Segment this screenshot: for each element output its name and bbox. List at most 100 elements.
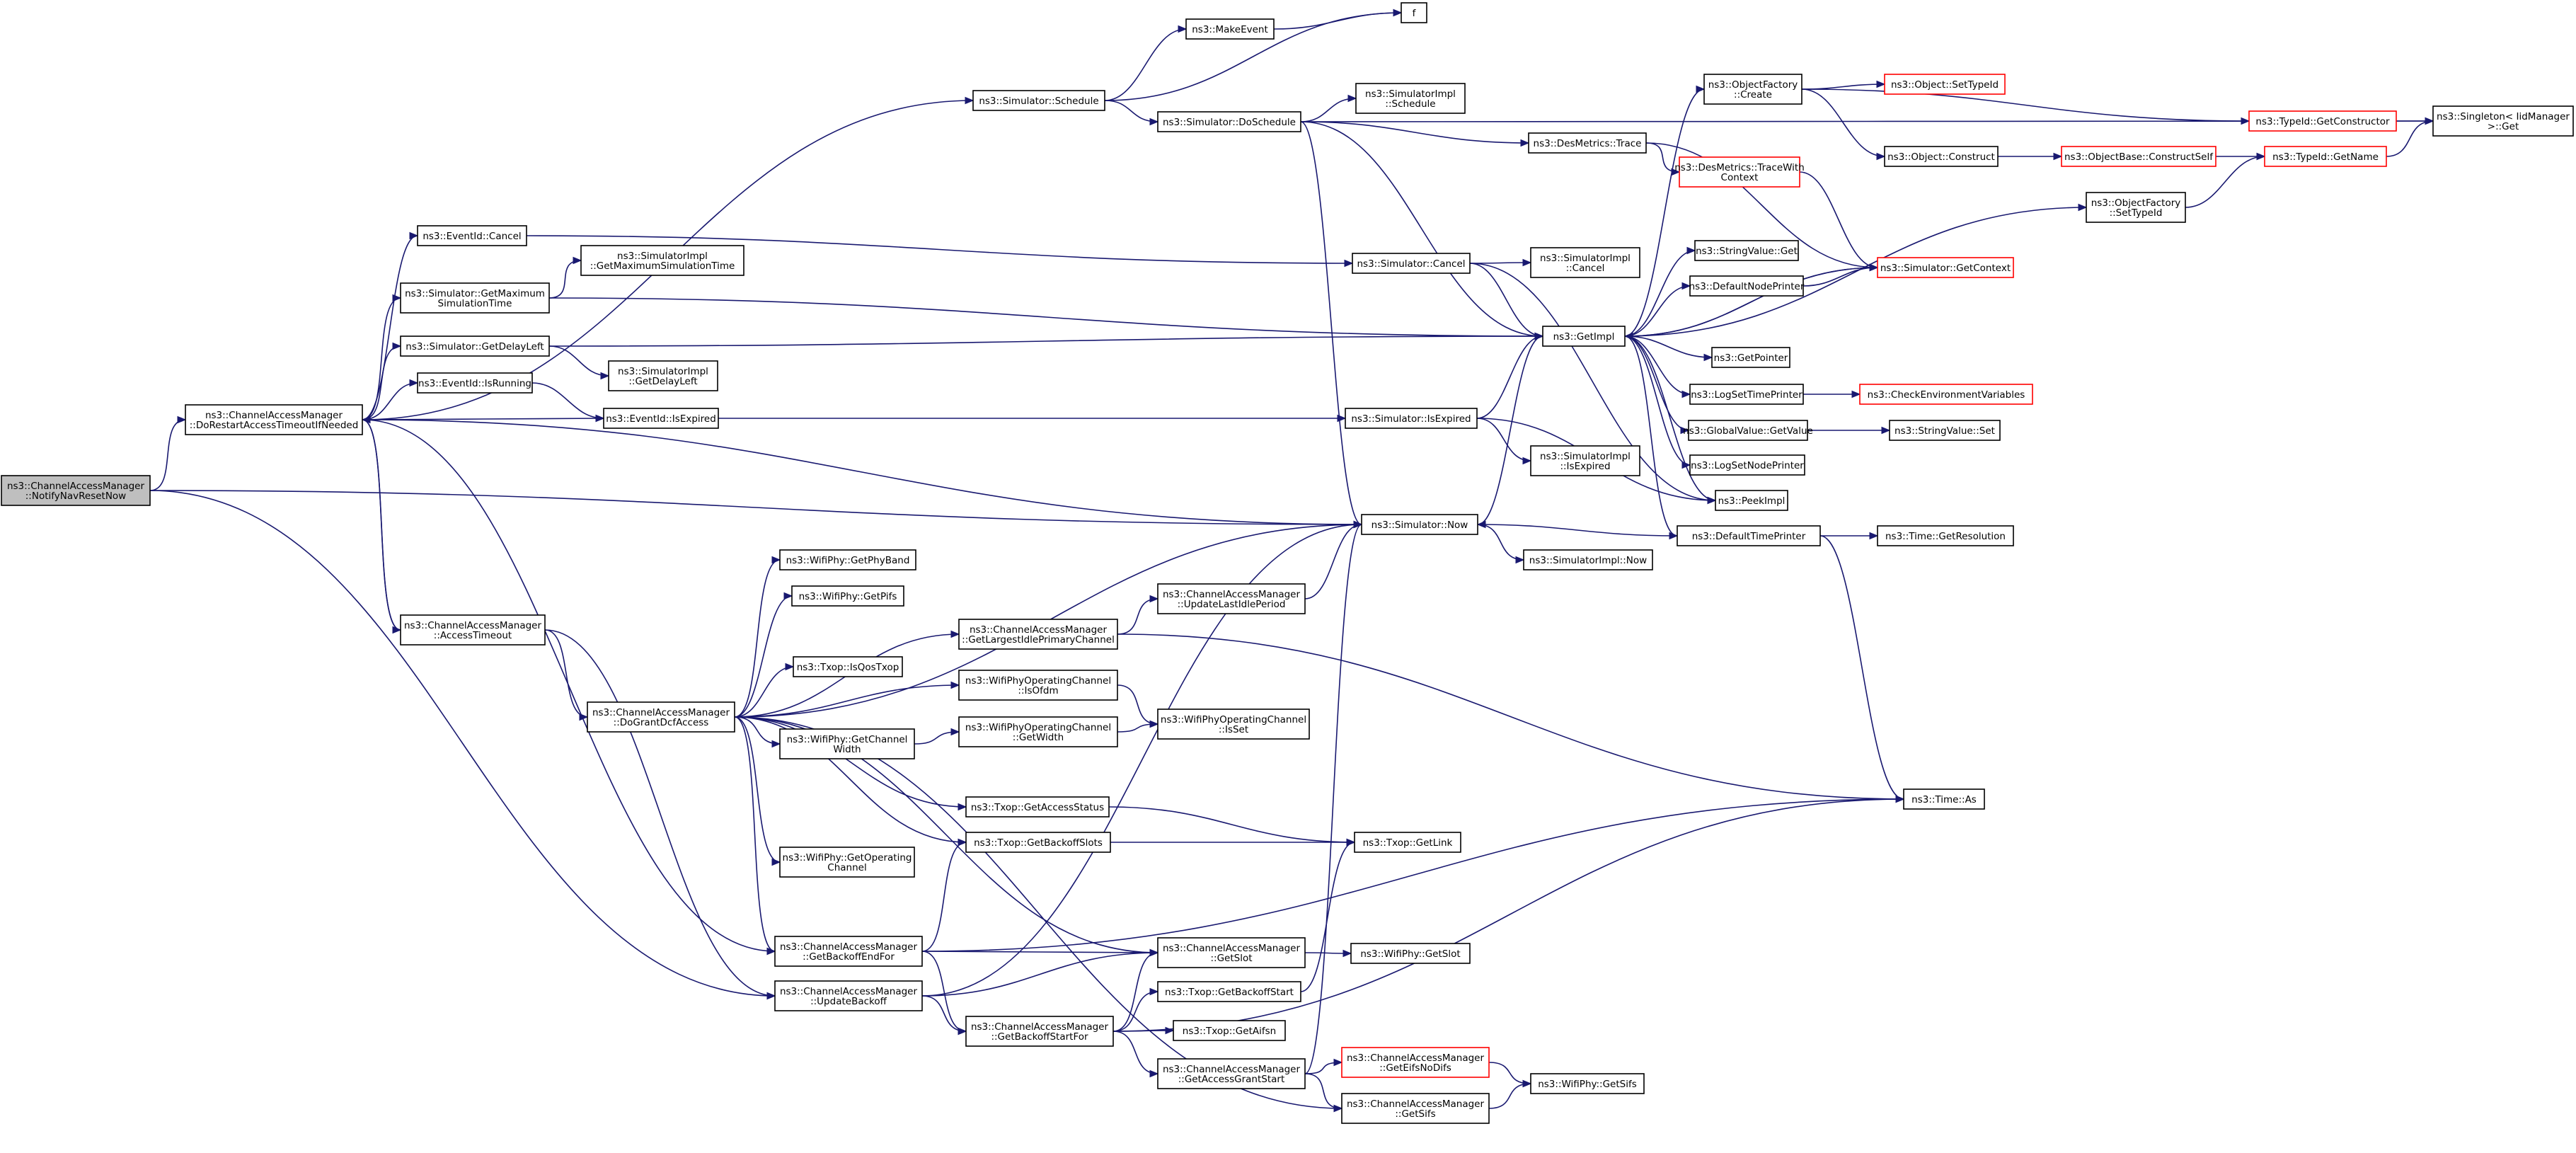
node-label: ns3::SimulatorImpl::Now [1529, 555, 1647, 566]
node-obj-set-typeid[interactable]: ns3::Object::SetTypeId [1884, 74, 2006, 95]
node-eventid-is-expired[interactable]: ns3::EventId::IsExpired [603, 408, 719, 429]
node-box [958, 619, 1118, 650]
node-do-restart[interactable]: ns3::ChannelAccessManager::DoRestartAcce… [185, 404, 363, 435]
call-edge [1819, 535, 1904, 800]
node-eventid-is-running[interactable]: ns3::EventId::IsRunning [417, 372, 533, 394]
node-box [1352, 253, 1471, 274]
node-default-node-printer[interactable]: ns3::DefaultNodePrinter [1689, 275, 1805, 297]
node-typeid-get-name[interactable]: ns3::TypeId::GetName [2264, 146, 2387, 167]
node-log-set-time-printer[interactable]: ns3::LogSetTimePrinter [1689, 384, 1804, 405]
node-simimpl-now[interactable]: ns3::SimulatorImpl::Now [1523, 549, 1653, 570]
node-default-time-printer[interactable]: ns3::DefaultTimePrinter [1677, 525, 1821, 546]
node-wifiphy-get-phy-band[interactable]: ns3::WifiPhy::GetPhyBand [779, 549, 916, 570]
call-edge [734, 716, 967, 808]
node-wifiphy-get-sifs[interactable]: ns3::WifiPhy::GetSifs [1530, 1073, 1645, 1094]
node-update-last-idle[interactable]: ns3::ChannelAccessManager::UpdateLastIdl… [1157, 583, 1306, 614]
node-obj-factory-set-typeid[interactable]: ns3::ObjectFactory::SetTypeId [2086, 192, 2186, 223]
node-box [779, 549, 916, 570]
call-edge [734, 716, 781, 863]
node-simimpl-get-delay-left[interactable]: ns3::SimulatorImpl::GetDelayLeft [608, 360, 718, 391]
node-update-backoff[interactable]: ns3::ChannelAccessManager::UpdateBackoff [774, 980, 923, 1011]
call-edge [1476, 418, 1531, 461]
node-time-as[interactable]: ns3::Time::As [1903, 788, 1985, 810]
call-edge [1112, 1031, 1158, 1074]
node-simimpl-schedule[interactable]: ns3::SimulatorImpl::Schedule [1355, 83, 1466, 114]
node-f[interactable]: f [1401, 2, 1427, 23]
node-peek-impl[interactable]: ns3::PeekImpl [1715, 490, 1788, 511]
node-get-eifs-nodifs[interactable]: ns3::ChannelAccessManager::GetEifsNoDifs [1341, 1047, 1490, 1078]
node-simimpl-cancel[interactable]: ns3::SimulatorImpl::Cancel [1530, 247, 1640, 278]
node-label: ns3::WifiPhyOperatingChannel [965, 675, 1111, 687]
node-get-largest-idle[interactable]: ns3::ChannelAccessManager::GetLargestIdl… [958, 619, 1118, 650]
edge-arrowhead [1149, 117, 1159, 126]
node-txop-get-access-status[interactable]: ns3::Txop::GetAccessStatus [965, 796, 1110, 818]
node-simimpl-get-max[interactable]: ns3::SimulatorImpl::GetMaximumSimulation… [580, 245, 744, 276]
node-string-value-get[interactable]: ns3::StringValue::Get [1694, 240, 1799, 261]
node-sim-cancel[interactable]: ns3::Simulator::Cancel [1352, 253, 1471, 274]
node-txop-get-link[interactable]: ns3::Txop::GetLink [1354, 832, 1461, 853]
node-box [1355, 83, 1466, 114]
node-label: ::AccessTimeout [434, 630, 512, 641]
node-obj-construct[interactable]: ns3::Object::Construct [1884, 146, 1999, 167]
node-sim-get-max[interactable]: ns3::Simulator::GetMaximumSimulationTime [400, 282, 550, 314]
node-cam-get-slot[interactable]: ns3::ChannelAccessManager::GetSlot [1157, 937, 1306, 968]
node-sim-is-expired[interactable]: ns3::Simulator::IsExpired [1345, 408, 1478, 429]
edge-arrowhead [1520, 139, 1530, 147]
node-simimpl-is-expired[interactable]: ns3::SimulatorImpl::IsExpired [1530, 445, 1640, 476]
node-wpoc-is-set[interactable]: ns3::WifiPhyOperatingChannel::IsSet [1157, 709, 1310, 740]
node-label: ns3::ObjectFactory [2091, 197, 2181, 209]
node-wifiphy-get-slot[interactable]: ns3::WifiPhy::GetSlot [1350, 943, 1471, 964]
node-string-value-set[interactable]: ns3::StringValue::Set [1889, 420, 2001, 441]
node-log-set-node-printer[interactable]: ns3::LogSetNodePrinter [1689, 454, 1805, 476]
node-label: f [1413, 8, 1417, 19]
node-label: ::SetTypeId [2110, 207, 2163, 219]
node-get-access-grant-start[interactable]: ns3::ChannelAccessManager::GetAccessGran… [1157, 1058, 1306, 1089]
node-make-event[interactable]: ns3::MakeEvent [1185, 18, 1275, 40]
node-cam-get-sifs[interactable]: ns3::ChannelAccessManager::GetSifs [1341, 1093, 1490, 1124]
node-objbase-construct-self[interactable]: ns3::ObjectBase::ConstructSelf [2061, 146, 2216, 167]
node-wifiphy-get-pifs[interactable]: ns3::WifiPhy::GetPifs [791, 585, 904, 607]
node-check-env-vars[interactable]: ns3::CheckEnvironmentVariables [1859, 384, 2033, 405]
node-do-grant[interactable]: ns3::ChannelAccessManager::DoGrantDcfAcc… [587, 701, 735, 733]
node-notify-nav-reset[interactable]: ns3::ChannelAccessManager::NotifyNavRese… [1, 475, 151, 506]
edge-arrowhead [1895, 795, 1905, 803]
node-get-pointer[interactable]: ns3::GetPointer [1711, 347, 1790, 368]
node-singleton-get[interactable]: ns3::Singleton< IidManager >::Get [2432, 105, 2574, 137]
node-label: ns3::Singleton< IidManager [2437, 111, 2570, 122]
node-typeid-get-constructor[interactable]: ns3::TypeId::GetConstructor [2248, 110, 2397, 132]
node-box [1530, 1073, 1645, 1094]
node-txop-get-backoff-slots[interactable]: ns3::Txop::GetBackoffSlots [965, 832, 1111, 853]
edge-arrowhead [1333, 1104, 1343, 1113]
edge-arrowhead [950, 681, 960, 689]
node-wpoc-is-ofdm[interactable]: ns3::WifiPhyOperatingChannel::IsOfdm [958, 670, 1118, 701]
node-label: ns3::MakeEvent [1192, 24, 1268, 35]
node-des-trace[interactable]: ns3::DesMetrics::Trace [1528, 132, 1647, 154]
node-get-impl[interactable]: ns3::GetImpl [1542, 326, 1626, 347]
node-sim-schedule[interactable]: ns3::Simulator::Schedule [972, 90, 1105, 111]
node-wpoc-get-width[interactable]: ns3::WifiPhyOperatingChannel::GetWidth [958, 716, 1118, 747]
node-get-backoff-end[interactable]: ns3::ChannelAccessManager::GetBackoffEnd… [774, 936, 923, 967]
node-get-backoff-start-for[interactable]: ns3::ChannelAccessManager::GetBackoffSta… [965, 1016, 1114, 1047]
call-edge [1477, 524, 1524, 561]
node-sim-get-context[interactable]: ns3::Simulator::GetContext [1877, 257, 2014, 278]
node-label: ns3::WifiPhy::GetPhyBand [786, 555, 910, 566]
node-sim-now[interactable]: ns3::Simulator::Now [1361, 514, 1478, 535]
node-label: SimulationTime [438, 298, 512, 309]
node-obj-factory-create[interactable]: ns3::ObjectFactory::Create [1703, 74, 1802, 105]
node-txop-get-backoff-start[interactable]: ns3::Txop::GetBackoffStart [1157, 981, 1301, 1002]
node-time-get-resolution[interactable]: ns3::Time::GetResolution [1877, 525, 2014, 546]
node-global-value-get[interactable]: ns3::GlobalValue::GetValue [1683, 420, 1813, 441]
edge-arrowhead [361, 415, 371, 424]
node-label: ns3::Simulator::DoSchedule [1163, 117, 1296, 128]
node-sim-do-schedule[interactable]: ns3::Simulator::DoSchedule [1157, 111, 1301, 132]
node-txop-get-aifsn[interactable]: ns3::Txop::GetAifsn [1173, 1020, 1286, 1041]
node-eventid-cancel[interactable]: ns3::EventId::Cancel [417, 225, 527, 246]
node-sim-get-delay-left[interactable]: ns3::Simulator::GetDelayLeft [400, 335, 550, 357]
node-label: ns3::EventId::IsExpired [606, 413, 716, 425]
node-access-timeout[interactable]: ns3::ChannelAccessManager::AccessTimeout [400, 614, 546, 646]
node-txop-is-qos[interactable]: ns3::Txop::IsQosTxop [793, 656, 903, 677]
call-edge [1304, 524, 1362, 600]
